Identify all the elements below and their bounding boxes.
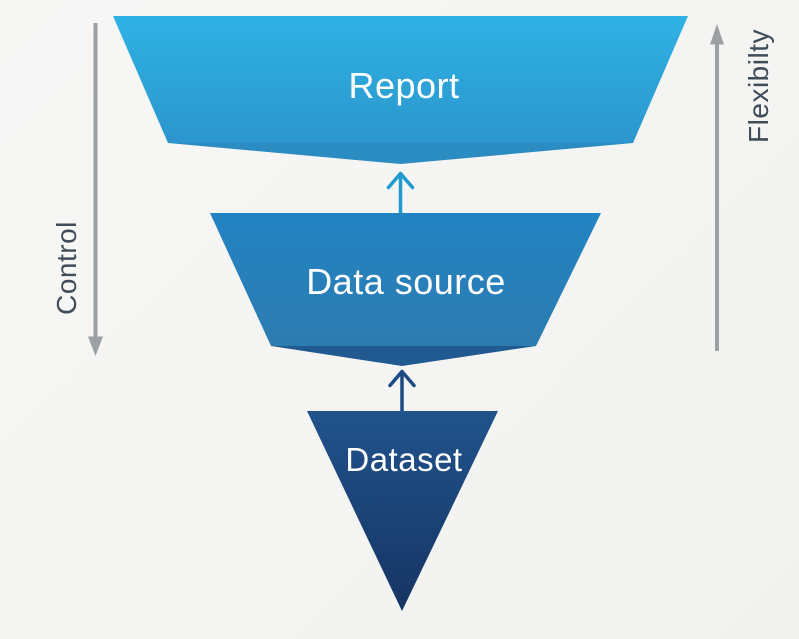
data-source-shape xyxy=(210,213,601,346)
flexibility-axis: Flexibilty xyxy=(710,24,774,351)
arrow-dataset-to-datasource-icon xyxy=(388,369,416,413)
data-source-label: Data source xyxy=(306,261,506,302)
control-axis: Control xyxy=(51,23,103,356)
funnel-segment-dataset: Dataset xyxy=(307,411,498,611)
arrow-up-icon xyxy=(710,24,724,45)
report-label: Report xyxy=(348,65,459,106)
control-axis-label: Control xyxy=(51,221,82,315)
funnel-segment-data-source: Data source xyxy=(210,213,601,366)
arrow-down-icon xyxy=(88,336,103,356)
arrow-datasource-to-report-icon xyxy=(386,171,415,215)
data-source-shape-fold xyxy=(271,346,536,366)
dataset-label: Dataset xyxy=(345,441,462,478)
dataset-shape xyxy=(307,411,498,611)
funnel-segment-report: Report xyxy=(113,16,688,164)
flexibility-axis-label: Flexibilty xyxy=(743,29,774,143)
report-shape-fold xyxy=(168,143,633,164)
report-shape xyxy=(113,16,688,143)
